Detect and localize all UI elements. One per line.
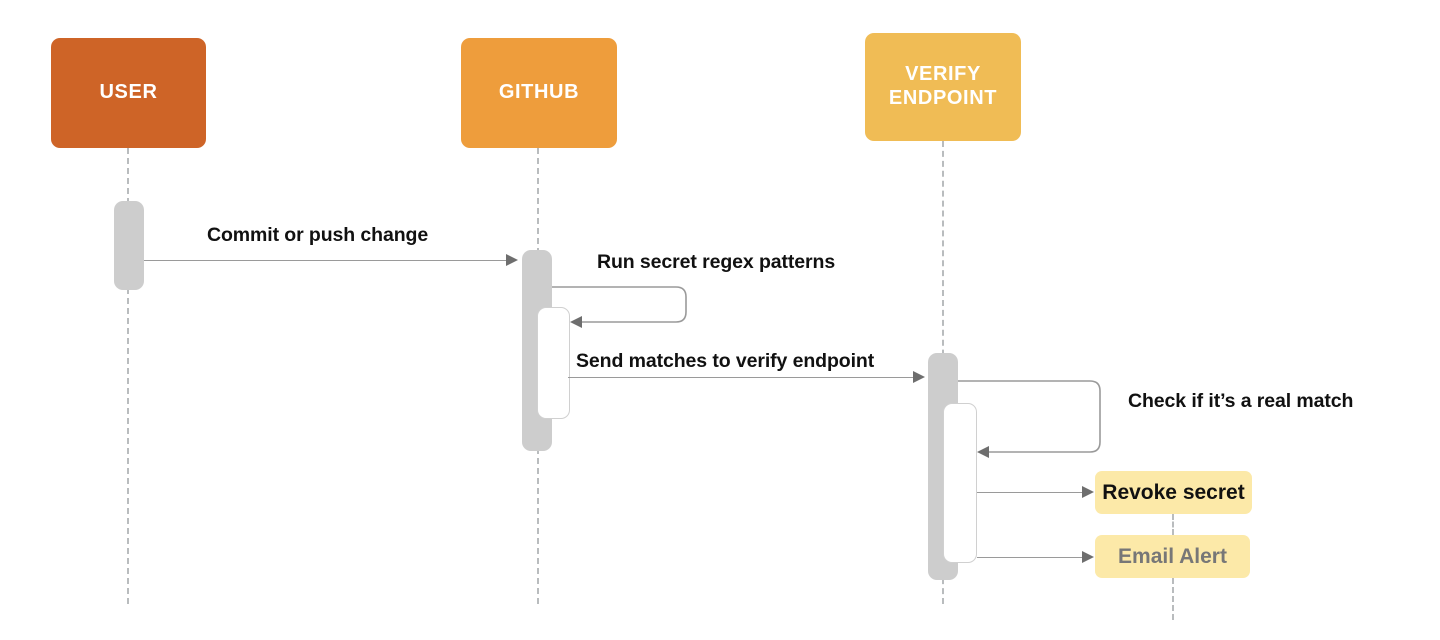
activation-bar-user: [114, 201, 144, 290]
lifeline-user: [127, 148, 129, 604]
participant-user[interactable]: USER: [51, 38, 206, 148]
arrow-head-email-alert: [1082, 551, 1094, 563]
activation-bar-verify-endpoint-nested: [943, 403, 977, 563]
participant-github-label: GITHUB: [498, 81, 580, 104]
lifeline-note: [1172, 514, 1174, 535]
arrow-head-run-secret-regex-patterns: [570, 316, 582, 328]
participant-github[interactable]: GITHUB: [461, 38, 617, 148]
arrow-head-revoke-secret: [1082, 486, 1094, 498]
arrow-head-send-matches-to-verify-endpoint: [913, 371, 925, 383]
participant-verify-endpoint-label-line2: ENDPOINT: [888, 87, 998, 109]
message-label-check-if-its-a-real-match: Check if it’s a real match: [1128, 390, 1354, 412]
participant-verify-endpoint-label-line1: VERIFY: [905, 63, 981, 86]
participant-verify-endpoint[interactable]: VERIFY ENDPOINT: [865, 33, 1021, 141]
activation-bar-github-nested: [537, 307, 570, 419]
message-label-commit-or-push-change: Commit or push change: [207, 224, 429, 246]
message-line-send-matches-to-verify-endpoint: [568, 377, 923, 378]
message-label-send-matches-to-verify-endpoint: Send matches to verify endpoint: [576, 350, 875, 372]
message-label-run-secret-regex-patterns: Run secret regex patterns: [597, 251, 836, 273]
note-revoke-secret-label: Revoke secret: [1102, 480, 1245, 504]
note-email-alert[interactable]: Email Alert: [1095, 535, 1250, 578]
lifeline-note: [1172, 578, 1174, 620]
message-line-revoke-secret: [977, 492, 1084, 493]
arrow-head-commit-or-push-change: [506, 254, 518, 266]
note-email-alert-label: Email Alert: [1118, 544, 1227, 568]
message-line-commit-or-push-change: [144, 260, 515, 261]
arrow-head-check-if-its-a-real-match: [977, 446, 989, 458]
note-revoke-secret[interactable]: Revoke secret: [1095, 471, 1252, 514]
participant-user-label: USER: [99, 81, 158, 104]
message-line-email-alert: [977, 557, 1084, 558]
